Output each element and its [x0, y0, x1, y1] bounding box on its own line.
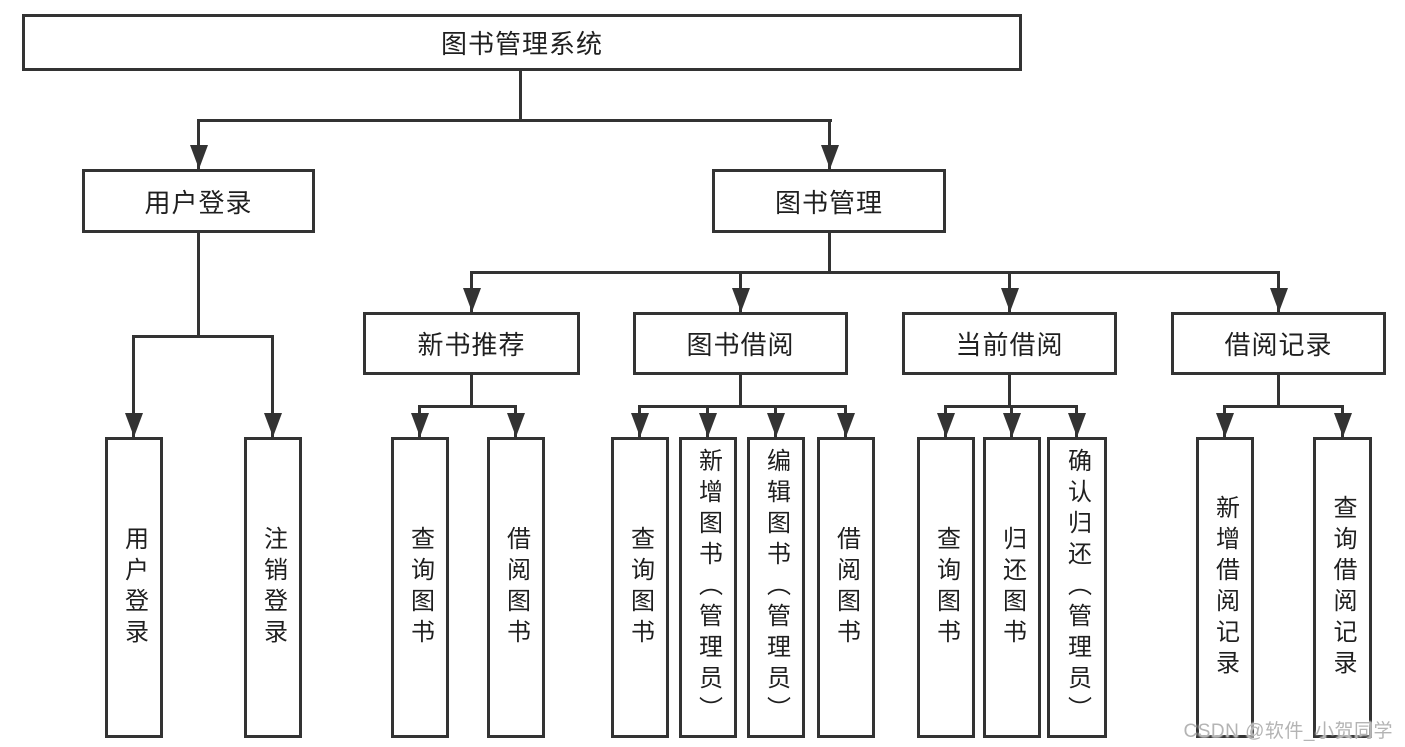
- connector-line-vertical: [271, 335, 274, 437]
- leaf-return-books: 归还图书: [983, 437, 1041, 738]
- arrowhead-down-icon: [1001, 288, 1019, 312]
- connector-line-vertical: [519, 70, 522, 120]
- csdn-watermark: CSDN @软件_小贺同学: [1183, 721, 1393, 742]
- node-root-library-system: 图书管理系统: [22, 14, 1022, 71]
- leaf-query-books-current: 查询图书: [917, 437, 975, 738]
- connector-line-horizontal: [197, 119, 832, 122]
- leaf-user-login: 用户登录: [105, 437, 163, 738]
- arrowhead-down-icon: [631, 413, 649, 437]
- connector-line-vertical: [1277, 375, 1280, 408]
- arrowhead-down-icon: [411, 413, 429, 437]
- leaf-borrow-books-borrowing: 借阅图书: [817, 437, 875, 738]
- arrowhead-down-icon: [1216, 413, 1234, 437]
- arrowhead-down-icon: [125, 413, 143, 437]
- leaf-add-books-admin: 新增图书（管理员）: [679, 437, 737, 738]
- leaf-query-borrow-record: 查询借阅记录: [1313, 437, 1372, 738]
- arrowhead-down-icon: [1270, 288, 1288, 312]
- leaf-logout: 注销登录: [244, 437, 302, 738]
- node-book-management: 图书管理: [712, 169, 946, 233]
- arrowhead-down-icon: [264, 413, 282, 437]
- connector-line-vertical: [197, 232, 200, 337]
- connector-line-vertical: [132, 335, 135, 437]
- connector-line-horizontal: [638, 405, 847, 408]
- connector-line-vertical: [470, 375, 473, 408]
- connector-line-horizontal: [470, 271, 1280, 274]
- connector-line-vertical: [828, 119, 831, 169]
- arrowhead-down-icon: [1068, 413, 1086, 437]
- arrowhead-down-icon: [507, 413, 525, 437]
- node-current-borrowing: 当前借阅: [902, 312, 1117, 375]
- arrowhead-down-icon: [837, 413, 855, 437]
- connector-line-vertical: [1008, 375, 1011, 408]
- arrowhead-down-icon: [1003, 413, 1021, 437]
- arrowhead-down-icon: [937, 413, 955, 437]
- node-user-login: 用户登录: [82, 169, 315, 233]
- node-book-borrowing: 图书借阅: [633, 312, 848, 375]
- arrowhead-down-icon: [463, 288, 481, 312]
- arrowhead-down-icon: [1334, 413, 1352, 437]
- arrowhead-down-icon: [190, 145, 208, 169]
- leaf-edit-books-admin: 编辑图书（管理员）: [747, 437, 805, 738]
- connector-line-horizontal: [132, 335, 274, 338]
- arrowhead-down-icon: [699, 413, 717, 437]
- leaf-confirm-return-admin: 确认归还（管理员）: [1047, 437, 1107, 738]
- connector-line-horizontal: [1223, 405, 1344, 408]
- connector-line-vertical: [197, 119, 200, 169]
- connector-line-vertical: [739, 375, 742, 408]
- connector-line-horizontal: [418, 405, 517, 408]
- leaf-add-borrow-record: 新增借阅记录: [1196, 437, 1254, 738]
- arrowhead-down-icon: [732, 288, 750, 312]
- arrowhead-down-icon: [767, 413, 785, 437]
- leaf-query-books-borrowing: 查询图书: [611, 437, 669, 738]
- leaf-query-books-recommend: 查询图书: [391, 437, 449, 738]
- arrowhead-down-icon: [821, 145, 839, 169]
- connector-line-vertical: [828, 232, 831, 273]
- leaf-borrow-books-recommend: 借阅图书: [487, 437, 545, 738]
- node-new-book-recommend: 新书推荐: [363, 312, 580, 375]
- node-borrowing-records: 借阅记录: [1171, 312, 1386, 375]
